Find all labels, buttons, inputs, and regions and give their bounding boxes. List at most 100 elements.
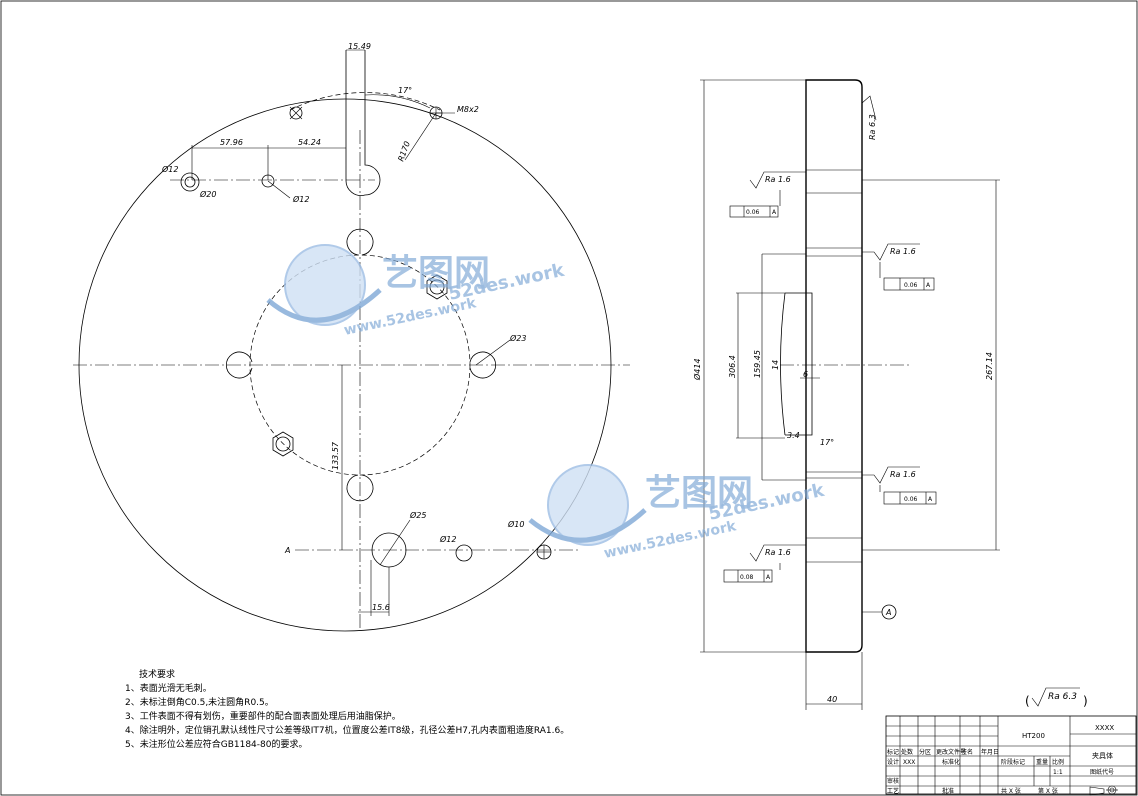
svg-text:Ra 1.6: Ra 1.6 bbox=[765, 548, 791, 557]
svg-text:处数: 处数 bbox=[901, 748, 913, 756]
dim-width-40: 40 bbox=[827, 695, 837, 704]
bolt-hole-top bbox=[346, 228, 374, 256]
svg-text:A: A bbox=[926, 282, 931, 289]
watermark-1: 艺图网 52des.work www.52des.work bbox=[266, 244, 567, 339]
notes-title: 技术要求 bbox=[139, 670, 176, 680]
svg-text:1:1: 1:1 bbox=[1053, 769, 1063, 776]
note-item: 1、表面光滑无毛刺。 bbox=[125, 684, 212, 694]
svg-text:更改文件号: 更改文件号 bbox=[936, 748, 966, 756]
svg-text:0.06: 0.06 bbox=[904, 282, 918, 289]
svg-text:标准化: 标准化 bbox=[942, 758, 960, 766]
note-item: 5、未注形位公差应符合GB1184-80的要求。 bbox=[125, 740, 308, 750]
front-view: 15.49 17° M8x2 R170 57.96 54.24 bbox=[73, 42, 630, 632]
svg-text:17°: 17° bbox=[820, 438, 834, 447]
svg-text:批准: 批准 bbox=[942, 787, 954, 795]
svg-text:审核: 审核 bbox=[887, 777, 899, 785]
ra-callout-4: Ra 1.6 0.08 A bbox=[723, 544, 806, 583]
svg-text:0.06: 0.06 bbox=[904, 496, 918, 503]
svg-text:3.4: 3.4 bbox=[787, 431, 800, 440]
dim-slot-width: 15.49 bbox=[348, 42, 371, 51]
hex-nut-lower bbox=[272, 431, 294, 457]
svg-text:Ra 1.6: Ra 1.6 bbox=[890, 470, 916, 479]
svg-text:Ø20: Ø20 bbox=[199, 189, 216, 199]
svg-text:重量: 重量 bbox=[1036, 758, 1048, 766]
svg-text:Ra 1.6: Ra 1.6 bbox=[765, 175, 791, 184]
dim-54: 54.24 bbox=[298, 138, 321, 147]
svg-text:Ra 1.6: Ra 1.6 bbox=[890, 247, 916, 256]
datum-a-circle bbox=[881, 604, 897, 620]
projection-symbol-icon bbox=[1089, 785, 1118, 796]
svg-text:Ø12: Ø12 bbox=[439, 534, 456, 544]
part-name: 夹具体 bbox=[1092, 751, 1113, 760]
global-roughness-symbol: ( Ra 6.3 ) bbox=[1025, 687, 1088, 708]
svg-text:(: ( bbox=[1025, 694, 1030, 708]
svg-text:R170: R170 bbox=[396, 140, 412, 163]
svg-text:Ø25: Ø25 bbox=[409, 510, 426, 520]
svg-text:共 X 张: 共 X 张 bbox=[1001, 787, 1021, 795]
svg-text:6: 6 bbox=[803, 370, 808, 379]
top-slot bbox=[345, 50, 381, 196]
inner-cavity bbox=[785, 292, 813, 436]
svg-text:标记: 标记 bbox=[887, 748, 899, 756]
svg-text:306.4: 306.4 bbox=[728, 355, 737, 378]
svg-text:Ø12: Ø12 bbox=[292, 194, 309, 204]
svg-text:艺图网: 艺图网 bbox=[382, 253, 490, 294]
side-view: 40 Ø414 306.4 159.45 14 6 3.4 17° bbox=[692, 79, 1000, 710]
svg-text:Ø23: Ø23 bbox=[509, 333, 526, 343]
svg-text:M8x2: M8x2 bbox=[457, 105, 479, 114]
material: HT200 bbox=[1022, 732, 1045, 740]
svg-text:17°: 17° bbox=[398, 86, 412, 95]
hole-top-left bbox=[289, 106, 303, 120]
angle-dim bbox=[364, 94, 431, 109]
hole-lower-10 bbox=[536, 544, 552, 560]
technical-notes: 技术要求 1、表面光滑无毛刺。 2、未标注倒角C0.5,未注圆角R0.5。 3、… bbox=[125, 668, 569, 752]
svg-text:签名: 签名 bbox=[961, 748, 973, 756]
svg-text:XXX: XXX bbox=[903, 759, 915, 766]
svg-text:Ø10: Ø10 bbox=[507, 519, 524, 529]
svg-text:267.14: 267.14 bbox=[985, 352, 994, 380]
datum-a-label: A bbox=[284, 546, 290, 555]
svg-text:A: A bbox=[928, 496, 933, 503]
svg-text:159.45: 159.45 bbox=[753, 350, 762, 378]
hole-left-counterbore bbox=[180, 172, 200, 192]
bolt-hole-right bbox=[469, 351, 497, 379]
svg-text:): ) bbox=[1083, 694, 1088, 708]
svg-text:阶段标记: 阶段标记 bbox=[1001, 758, 1025, 766]
svg-text:15.6: 15.6 bbox=[372, 603, 390, 612]
side-outline bbox=[805, 79, 863, 653]
svg-text:Ø12: Ø12 bbox=[161, 164, 178, 174]
svg-text:A: A bbox=[772, 209, 777, 216]
bolt-hole-bottom bbox=[346, 474, 374, 502]
svg-text:工艺: 工艺 bbox=[887, 787, 899, 795]
svg-text:A: A bbox=[766, 574, 771, 581]
bolt-hole-left bbox=[225, 351, 253, 379]
note-item: 4、除注明外，定位销孔默认线性尺寸公差等级IT7机，位置度公差IT8级，孔径公差… bbox=[125, 726, 570, 736]
hole-mid-12 bbox=[261, 174, 275, 188]
ra-callout-2: Ra 1.6 0.06 A bbox=[862, 243, 935, 291]
svg-text:Ra 6.3: Ra 6.3 bbox=[1048, 692, 1077, 702]
title-block: 标记 处数 分区 更改文件号 签名 年月日 设计 XXX 标准化 阶段标记 重量… bbox=[885, 715, 1137, 796]
note-item: 2、未标注倒角C0.5,未注圆角R0.5。 bbox=[125, 698, 274, 708]
svg-text:Ø414: Ø414 bbox=[692, 358, 702, 381]
svg-text:14: 14 bbox=[771, 360, 780, 370]
svg-text:0.06: 0.06 bbox=[746, 209, 760, 216]
ra-callout-1: Ra 1.6 0.06 A bbox=[729, 171, 806, 218]
thread-arc bbox=[289, 92, 441, 111]
drawing-code: XXXX bbox=[1095, 724, 1114, 732]
note-item: 3、工件表面不得有划伤，重要部件的配合面表面处理后用油脂保护。 bbox=[125, 712, 401, 722]
svg-text:第 X 张: 第 X 张 bbox=[1038, 787, 1058, 795]
svg-text:设计: 设计 bbox=[887, 758, 899, 766]
svg-text:图纸代号: 图纸代号 bbox=[1090, 768, 1114, 776]
svg-text:比例: 比例 bbox=[1052, 758, 1064, 766]
dim-57: 57.96 bbox=[220, 138, 243, 147]
svg-text:A: A bbox=[885, 608, 891, 617]
svg-text:艺图网: 艺图网 bbox=[645, 473, 753, 514]
svg-text:年月日: 年月日 bbox=[981, 748, 999, 756]
hex-nut-upper bbox=[426, 274, 448, 300]
svg-text:分区: 分区 bbox=[919, 748, 931, 756]
ra-top: Ra 6.3 bbox=[868, 114, 877, 140]
svg-text:0.08: 0.08 bbox=[740, 574, 754, 581]
hole-lower-12 bbox=[455, 544, 473, 562]
